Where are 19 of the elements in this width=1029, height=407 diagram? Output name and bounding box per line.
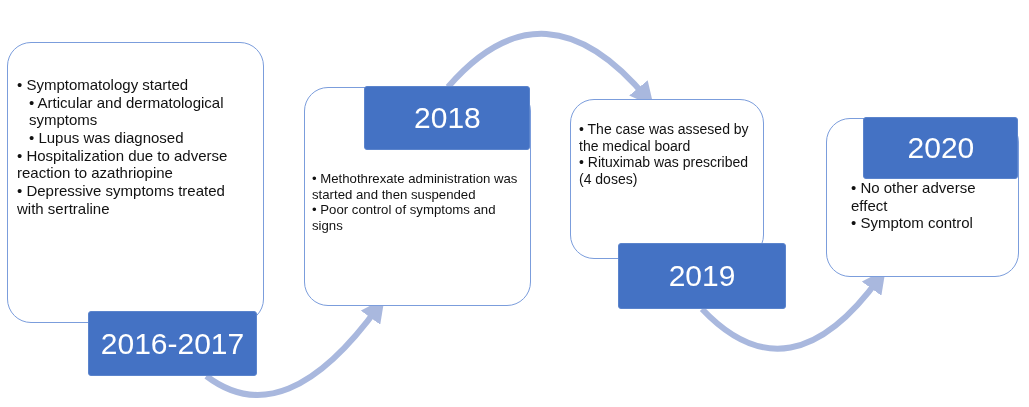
bullet-item: • Methothrexate administration was started and then suspended — [312, 171, 519, 203]
bullet-item: • Hospitalization due to adverse reaction to azathriopine — [17, 146, 229, 183]
bullet-item: • Symptom control — [851, 214, 974, 233]
bullet-item: • Poor control of symptoms and signs — [312, 202, 497, 234]
text-card — [304, 87, 531, 306]
bullet-item: • Symptomatology started — [17, 76, 190, 94]
bullet-item: • Lupus was diagnosed — [29, 129, 185, 147]
bullet-item: • Depressive symptoms treated with sertraline — [17, 182, 226, 218]
text-card — [7, 42, 264, 323]
year-box: 2020 — [863, 117, 1019, 180]
text-card — [570, 99, 764, 259]
bullet-item: • The case was assesed by the medical board — [579, 121, 750, 155]
year-box: 2019 — [618, 243, 786, 309]
text-card — [826, 118, 1019, 277]
bullet-item: • Articular and dermatological symptoms — [29, 93, 225, 130]
bullet-item: • Rituximab was prescribed (4 doses) — [579, 154, 750, 188]
bullet-item: • No other adverse effect — [851, 179, 977, 215]
year-box: 2016-2017 — [88, 311, 257, 376]
year-box: 2018 — [364, 86, 531, 151]
